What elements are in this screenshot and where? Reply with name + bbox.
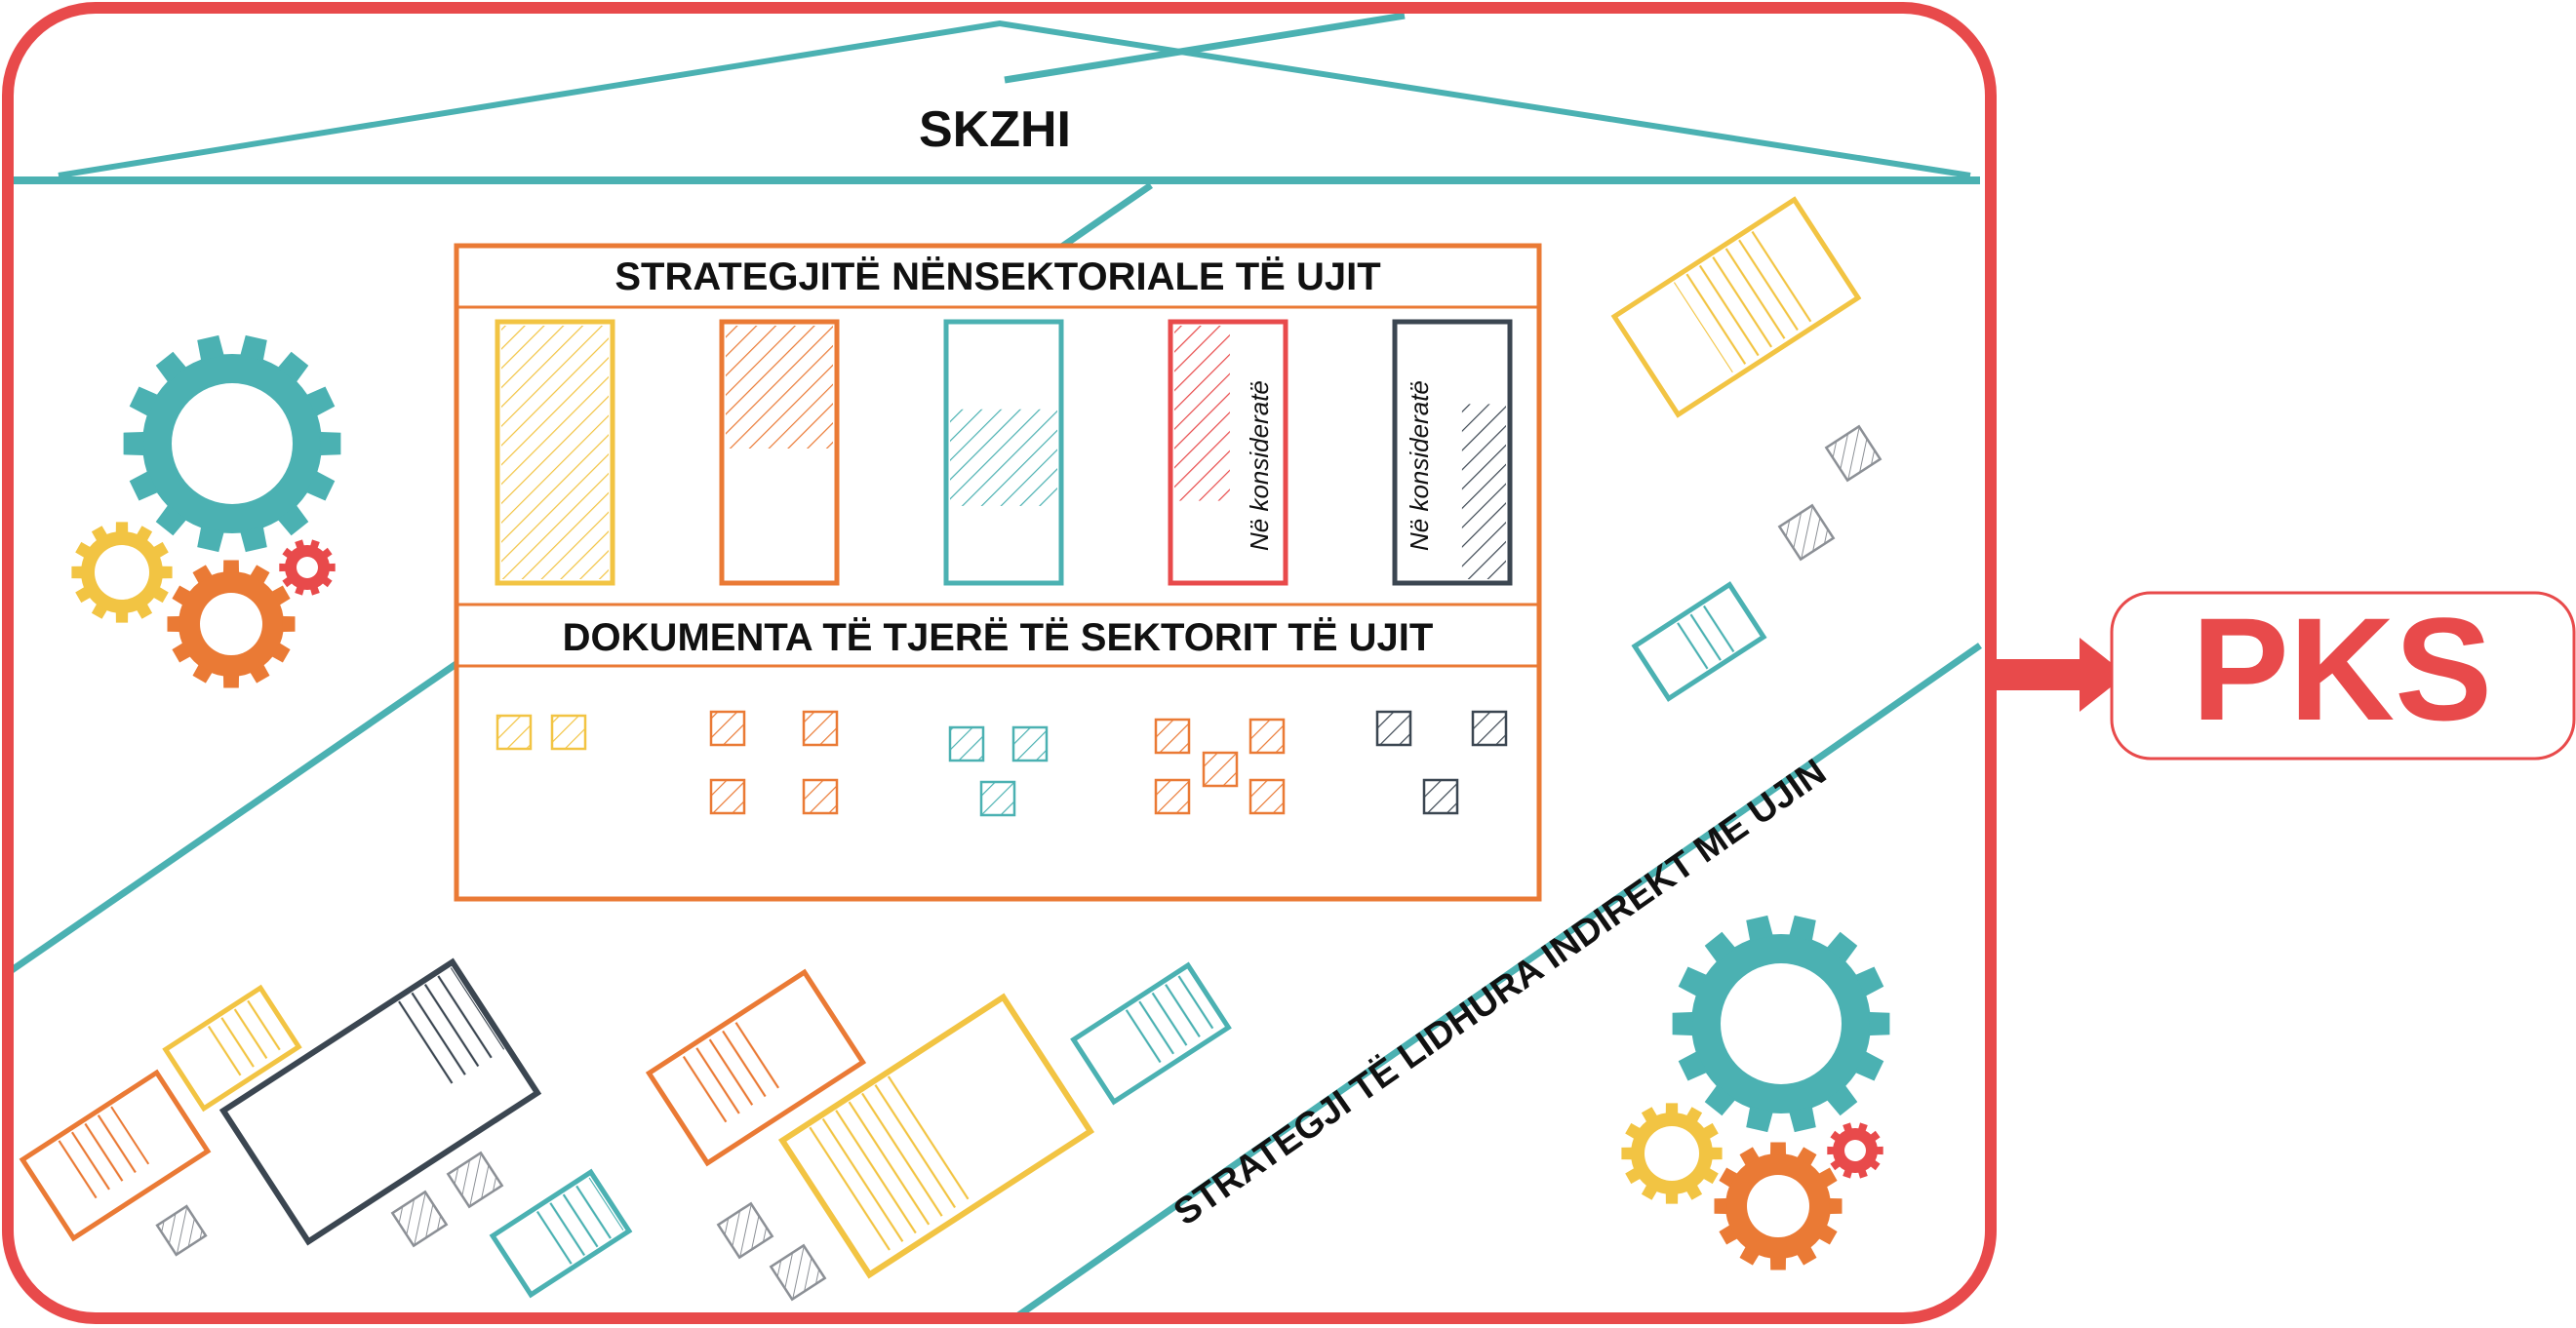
strategy-column (719, 319, 840, 586)
hatched-document-icon (1777, 503, 1836, 562)
doc-square (802, 710, 839, 747)
hatched-document-icon (155, 1204, 208, 1257)
doc-square (1248, 718, 1286, 755)
strategy-column: Në konsideratë (1168, 319, 1288, 586)
strategy-column (495, 319, 615, 586)
gear-icon (1827, 1122, 1883, 1179)
doc-square (1154, 718, 1191, 755)
doc-square (948, 725, 985, 762)
house-roof (14, 20, 1980, 184)
doc-square (1154, 778, 1191, 815)
column-frame (1168, 319, 1288, 586)
arrow-right-icon (1996, 638, 2126, 712)
scattered-documents (19, 196, 1882, 1302)
hatched-document-icon (162, 984, 302, 1113)
doc-square (1248, 778, 1286, 815)
gear-icon (279, 539, 336, 596)
doc-square (1011, 725, 1049, 762)
doc-square (802, 778, 839, 815)
hatched-document-icon (716, 1201, 774, 1260)
column-hatch (501, 326, 609, 579)
column-hatch (950, 409, 1057, 506)
doc-square (1375, 710, 1412, 747)
column-note: Në konsideratë (1245, 380, 1274, 551)
hatched-document-icon (1824, 424, 1882, 483)
hatched-document-icon (489, 1168, 633, 1299)
hatched-document-icon (769, 1243, 827, 1302)
pks-label: PKS (2192, 587, 2492, 751)
gear-icon (167, 560, 296, 688)
strategy-columns: Në konsideratë Në konsideratë (495, 319, 1513, 586)
doc-square (495, 714, 533, 751)
column-frame (495, 319, 615, 586)
doc-square (1202, 751, 1239, 788)
doc-square (709, 710, 746, 747)
hatched-document-icon (390, 1190, 449, 1248)
column-hatch (1174, 326, 1230, 501)
outer-frame (2, 2, 1997, 1324)
hatched-document-icon (19, 1069, 212, 1242)
gear-cluster-icon (71, 334, 1890, 1270)
column-frame (1392, 319, 1513, 586)
gear-icon (1621, 1103, 1723, 1204)
gear-icon (71, 522, 173, 623)
doc-square (1471, 710, 1508, 747)
hatched-document-icon (218, 957, 542, 1246)
doc-square (709, 778, 746, 815)
panel-bottom-heading: DOKUMENTA TË TJERË TË SEKTORIT TË UJIT (563, 616, 1434, 659)
gear-icon (1714, 1142, 1843, 1270)
hatched-document-icon (1610, 196, 1862, 418)
hatched-document-icon (1070, 961, 1232, 1106)
column-frame (943, 319, 1064, 586)
column-hatch (726, 326, 833, 449)
hatched-document-icon (645, 968, 867, 1167)
gear-icon (123, 334, 341, 553)
column-hatch (1461, 404, 1506, 579)
panel-document-squares (495, 710, 1508, 817)
doc-square (979, 780, 1016, 817)
hatched-document-icon (446, 1151, 504, 1209)
column-frame (719, 319, 840, 586)
strategy-column (943, 319, 1064, 586)
gear-icon (1672, 915, 1890, 1133)
doc-square (550, 714, 587, 751)
strategy-column: Në konsideratë (1392, 319, 1513, 586)
hatched-document-icon (777, 993, 1095, 1279)
pks-output-box (2110, 591, 2576, 761)
hatched-document-icon (1631, 581, 1767, 702)
panel-top-heading: STRATEGJITË NËNSEKTORIALE TË UJIT (614, 255, 1380, 298)
doc-square (1422, 778, 1459, 815)
column-note: Në konsideratë (1405, 380, 1434, 551)
house-title: SKZHI (919, 101, 1071, 158)
